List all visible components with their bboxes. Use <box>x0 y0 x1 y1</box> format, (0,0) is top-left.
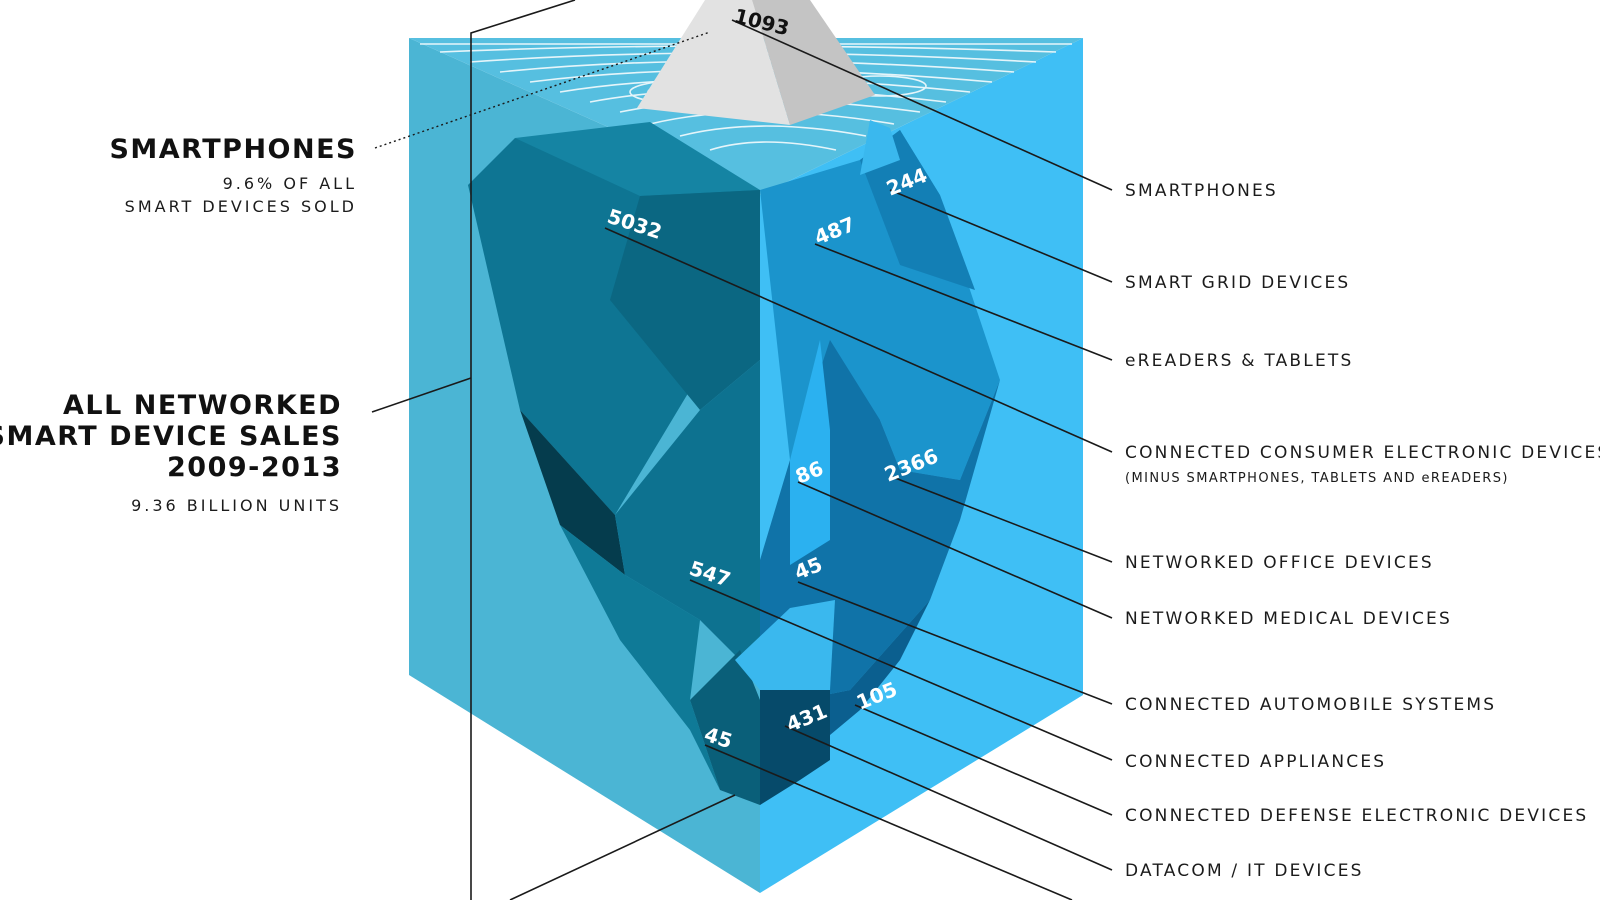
category-appliances: CONNECTED APPLIANCES <box>1125 752 1386 772</box>
smartphones-callout: SMARTPHONES 9.6% OF ALL SMART DEVICES SO… <box>109 134 357 216</box>
category-datacom: DATACOM / IT DEVICES <box>1125 861 1364 881</box>
ice-facet-right-upper <box>860 130 975 290</box>
smartphones-callout-leader <box>374 31 711 149</box>
category-medical: NETWORKED MEDICAL DEVICES <box>1125 609 1452 629</box>
ice-facet-dark-wedge <box>520 410 625 575</box>
ice-facet-light-sliver <box>790 340 830 565</box>
iceberg-tip <box>637 0 875 125</box>
total-callout-line3: 2009-2013 <box>167 452 342 483</box>
category-labels: SMARTPHONES SMART GRID DEVICES eREADERS … <box>1125 181 1600 881</box>
ice-facet-upper-mid <box>610 190 760 410</box>
tip-shaded-face <box>752 0 875 125</box>
iceberg-underwater <box>468 120 1000 805</box>
ice-facet-mid-left <box>615 360 760 680</box>
category-automobile: CONNECTED AUTOMOBILE SYSTEMS <box>1125 695 1496 715</box>
category-consumer-electronics: CONNECTED CONSUMER ELECTRONIC DEVICES <box>1125 443 1600 463</box>
category-office: NETWORKED OFFICE DEVICES <box>1125 553 1434 573</box>
smartphones-callout-line2: SMART DEVICES SOLD <box>125 197 357 216</box>
ice-facet-notch <box>735 600 835 690</box>
smartphones-callout-title: SMARTPHONES <box>109 134 357 165</box>
ice-facet-lower-left <box>560 525 720 790</box>
category-smart-grid: SMART GRID DEVICES <box>1125 273 1350 293</box>
leader-lines <box>604 19 1113 900</box>
ice-facet-top-left <box>515 122 760 196</box>
total-callout: ALL NETWORKED SMART DEVICE SALES 2009-20… <box>0 390 342 515</box>
category-defense: CONNECTED DEFENSE ELECTRONIC DEVICES <box>1125 806 1588 826</box>
ice-facet-bottom-left <box>690 650 760 805</box>
ice-facet-grid-sliver <box>860 120 900 175</box>
smartphones-callout-line1: 9.6% OF ALL <box>223 174 357 193</box>
total-bracket <box>371 0 736 900</box>
total-callout-line2: SMART DEVICE SALES <box>0 421 342 452</box>
tip-light-face <box>637 0 790 125</box>
category-ereaders: eREADERS & TABLETS <box>1125 351 1353 371</box>
total-callout-subtitle: 9.36 BILLION UNITS <box>131 496 342 515</box>
total-callout-line1: ALL NETWORKED <box>63 390 342 421</box>
category-smartphones: SMARTPHONES <box>1125 181 1278 201</box>
category-consumer-electronics-note: (MINUS SMARTPHONES, TABLETS AND eREADERS… <box>1125 471 1509 486</box>
